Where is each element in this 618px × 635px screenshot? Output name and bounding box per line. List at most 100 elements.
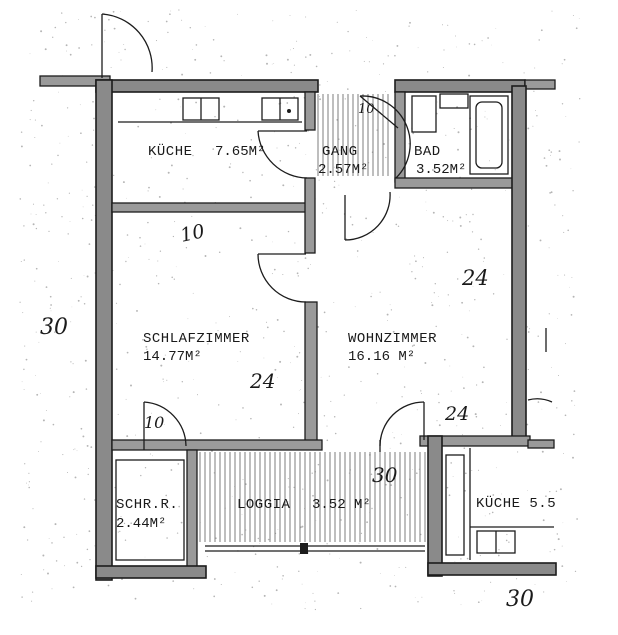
- speckle-dot: [403, 386, 406, 388]
- speckle-dot: [86, 444, 89, 447]
- speckle-dot: [185, 247, 188, 249]
- speckle-dot: [120, 59, 122, 61]
- speckle-dot: [412, 469, 413, 470]
- note-left-30: 30: [40, 315, 68, 340]
- speckle-dot: [250, 196, 252, 199]
- speckle-dot: [213, 578, 216, 580]
- speckle-dot: [472, 345, 475, 348]
- speckle-dot: [93, 129, 95, 131]
- speckle-dot: [326, 81, 328, 82]
- speckle-dot: [271, 603, 273, 605]
- speckle-dot: [550, 154, 551, 156]
- speckle-dot: [177, 463, 180, 465]
- speckle-dot: [567, 229, 569, 232]
- speckle-dot: [40, 441, 42, 443]
- speckle-dot: [78, 19, 79, 20]
- speckle-dot: [84, 359, 87, 362]
- speckle-dot: [333, 180, 336, 183]
- note-door-24: 24: [444, 403, 469, 425]
- speckle-dot: [281, 578, 283, 580]
- speckle-dot: [242, 171, 244, 174]
- speckle-dot: [366, 36, 367, 38]
- speckle-dot: [181, 381, 183, 383]
- speckle-dot: [182, 188, 184, 190]
- speckle-dot: [155, 275, 158, 277]
- speckle-dot: [394, 575, 395, 576]
- speckle-dot: [400, 497, 402, 499]
- speckle-dot: [185, 133, 186, 134]
- speckle-dot: [347, 30, 349, 33]
- speckle-dot: [32, 203, 35, 205]
- speckle-dot: [245, 330, 248, 333]
- speckle-dot: [35, 375, 36, 376]
- speckle-dot: [343, 394, 345, 396]
- speckle-dot: [282, 574, 284, 577]
- speckle-dot: [383, 143, 385, 145]
- speckle-dot: [287, 144, 290, 147]
- speckle-dot: [318, 96, 320, 98]
- speckle-dot: [565, 116, 567, 117]
- speckle-dot: [317, 571, 318, 572]
- speckle-dot: [123, 522, 126, 525]
- speckle-dot: [500, 425, 502, 426]
- speckle-dot: [160, 364, 163, 367]
- speckle-dot: [363, 333, 365, 335]
- speckle-dot: [112, 10, 115, 13]
- speckle-dot: [298, 389, 300, 391]
- speckle-dot: [142, 339, 144, 341]
- speckle-dot: [35, 227, 38, 230]
- speckle-dot: [484, 515, 486, 517]
- speckle-dot: [29, 164, 32, 167]
- speckle-dot: [72, 391, 75, 394]
- speckle-dot: [480, 238, 482, 241]
- speckle-dot: [251, 586, 254, 589]
- speckle-dot: [497, 554, 500, 557]
- speckle-dot: [368, 61, 370, 63]
- speckle-dot: [32, 508, 34, 510]
- speckle-dot: [245, 483, 247, 485]
- speckle-dot: [325, 331, 327, 333]
- speckle-dot: [87, 468, 89, 469]
- speckle-dot: [382, 63, 385, 65]
- speckle-dot: [463, 387, 465, 389]
- speckle-dot: [297, 261, 299, 263]
- speckle-dot: [157, 282, 160, 285]
- speckle-dot: [464, 490, 466, 492]
- speckle-dot: [458, 536, 459, 538]
- speckle-dot: [473, 43, 476, 46]
- speckle-dot: [570, 168, 572, 170]
- speckle-dot: [304, 608, 306, 610]
- speckle-dot: [460, 558, 462, 560]
- speckle-dot: [565, 343, 566, 345]
- speckle-dot: [561, 63, 563, 65]
- speckle-dot: [548, 313, 550, 315]
- speckle-dot: [119, 283, 121, 286]
- speckle-dot: [108, 18, 110, 21]
- speckle-dot: [167, 31, 169, 34]
- speckle-dot: [80, 427, 83, 430]
- speckle-dot: [215, 127, 217, 129]
- speckle-dot: [296, 272, 299, 275]
- speckle-dot: [387, 55, 389, 57]
- speckle-dot: [498, 549, 500, 551]
- bathtub: [469, 95, 509, 175]
- speckle-dot: [462, 434, 463, 436]
- wohnzimmer-area: 16.16 M²: [348, 349, 415, 365]
- speckle-dot: [477, 469, 480, 471]
- speckle-dot: [461, 301, 464, 304]
- speckle-dot: [117, 413, 119, 415]
- loggia-name: LOGGIA: [237, 497, 291, 513]
- speckle-dot: [277, 529, 279, 530]
- speckle-dot: [220, 583, 222, 586]
- speckle-dot: [66, 107, 69, 109]
- speckle-dot: [483, 257, 486, 259]
- speckle-dot: [282, 184, 285, 187]
- speckle-dot: [45, 410, 47, 412]
- wall-bottom-left: [95, 565, 207, 579]
- wall-kitchen-bedroom: [111, 202, 307, 213]
- speckle-dot: [235, 419, 237, 421]
- speckle-dot: [559, 488, 562, 491]
- speckle-dot: [35, 213, 37, 215]
- speckle-dot: [275, 589, 278, 592]
- speckle-dot: [77, 299, 80, 302]
